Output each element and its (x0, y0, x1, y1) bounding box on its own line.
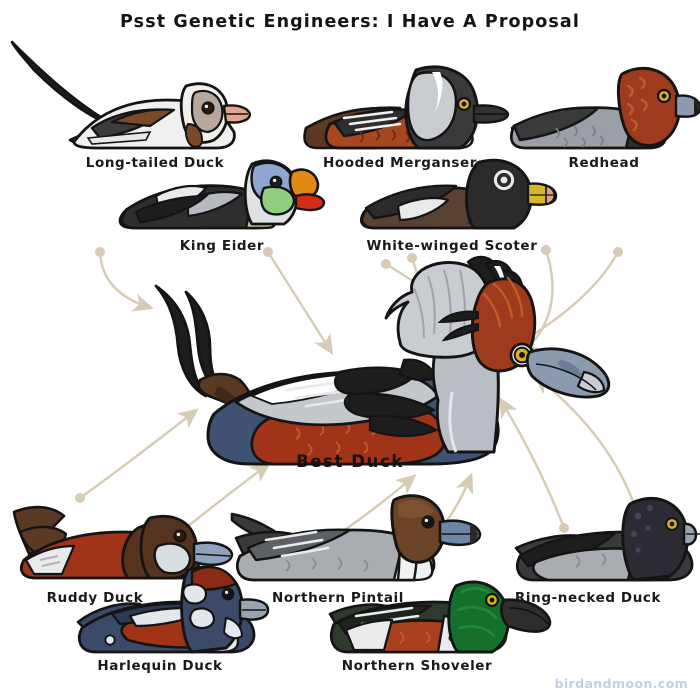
bird-redhead[interactable] (509, 66, 700, 150)
label-northern-pintail: Northern Pintail (272, 590, 404, 606)
watermark[interactable]: birdandmoon.com (554, 676, 688, 691)
bird-ruddy-duck[interactable] (12, 505, 234, 580)
bird-white-winged-scoter[interactable] (360, 158, 558, 230)
label-harlequin-duck: Harlequin Duck (97, 658, 223, 674)
label-best-duck: Best Duck (296, 452, 404, 471)
bird-ring-necked-duck[interactable] (514, 496, 700, 582)
label-redhead: Redhead (568, 155, 640, 171)
label-ring-necked-duck: Ring-necked Duck (514, 590, 662, 606)
bird-northern-pintail[interactable] (230, 494, 482, 582)
page-title: Psst Genetic Engineers: I Have A Proposa… (120, 12, 580, 32)
bird-hooded-merganser[interactable] (303, 65, 510, 150)
label-ruddy-duck: Ruddy Duck (46, 590, 144, 606)
arrow-group (78, 248, 638, 558)
bird-king-eider[interactable] (118, 159, 326, 230)
label-hooded-merganser: Hooded Merganser (322, 155, 478, 171)
label-long-tailed-duck: Long-tailed Duck (85, 155, 225, 171)
label-northern-shoveler: Northern Shoveler (341, 658, 493, 674)
bird-northern-shoveler[interactable] (328, 580, 552, 654)
bird-harlequin-duck[interactable] (76, 565, 270, 654)
bird-long-tailed-duck[interactable] (10, 40, 252, 150)
label-white-winged-scoter: White-winged Scoter (366, 238, 538, 254)
label-king-eider: King Eider (179, 238, 265, 254)
